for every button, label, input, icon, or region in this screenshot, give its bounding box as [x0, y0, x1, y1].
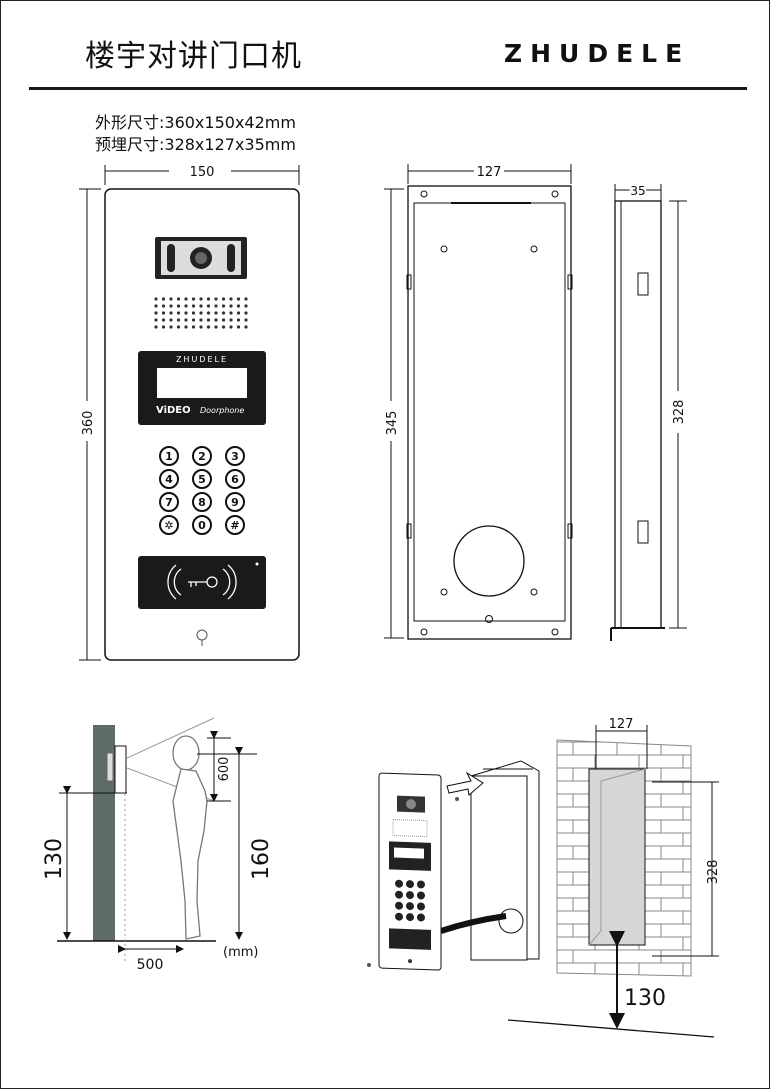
niche-width-label: 127 [609, 717, 634, 732]
keypad-key[interactable]: 7 [159, 492, 179, 512]
side-body [614, 200, 662, 629]
brand-logo: ZHUDELE [504, 39, 691, 68]
floor-line [507, 1019, 715, 1038]
svg-text:6: 6 [231, 473, 239, 486]
keypad-key[interactable]: 5 [192, 469, 212, 489]
back-box-drawing: 127 345 [384, 164, 573, 640]
svg-text:8: 8 [198, 496, 206, 509]
svg-text:2: 2 [198, 450, 206, 463]
keyhole-icon [196, 629, 208, 646]
side-depth-label: 35 [630, 184, 645, 198]
assembly-arrow-icon [446, 771, 484, 796]
keypad-key[interactable]: ✲ [159, 515, 179, 535]
keypad-key[interactable]: 4 [159, 469, 179, 489]
person-height-label: 160 [249, 838, 274, 880]
side-view-drawing: 35 328 [610, 182, 687, 641]
front-panel-drawing: 150 360 ZHUDELE ViDEO Doorphone 1 2 3 4 [79, 165, 300, 661]
doorphone-label: Doorphone [200, 406, 244, 415]
box-height-label: 345 [385, 411, 400, 436]
keypad-key[interactable]: 3 [225, 446, 245, 466]
svg-text:#: # [230, 519, 239, 532]
video-label: ViDEO [156, 405, 191, 416]
wall-niche-drawing: 127 328 130 [507, 717, 721, 1038]
svg-text:✲: ✲ [164, 519, 173, 532]
svg-text:9: 9 [231, 496, 239, 509]
speaker-grille [154, 297, 248, 329]
svg-text:5: 5 [198, 473, 206, 486]
installation-diagram: 130 160 600 500 (mm) [42, 717, 274, 973]
keypad-key[interactable]: 8 [192, 492, 212, 512]
unit-label: (mm) [223, 945, 258, 960]
cable [440, 913, 507, 934]
exploded-back-box [470, 775, 528, 961]
svg-text:0: 0 [198, 519, 206, 532]
keypad-key[interactable]: 6 [225, 469, 245, 489]
keypad-key[interactable]: 1 [159, 446, 179, 466]
header-divider [29, 87, 747, 90]
keypad-key[interactable]: # [225, 515, 245, 535]
svg-text:7: 7 [165, 496, 173, 509]
niche-height-label: 328 [706, 860, 721, 885]
niche-floor-label: 130 [624, 986, 666, 1011]
mounted-unit [114, 745, 127, 794]
keypad: 1 2 3 4 5 6 7 8 9 ✲ 0 # [159, 446, 245, 535]
svg-text:4: 4 [165, 473, 173, 486]
box-width-label: 127 [477, 165, 502, 180]
front-height-label: 360 [81, 411, 96, 436]
eye-zone-label: 600 [217, 757, 232, 782]
page-title: 楼宇对讲门口机 [85, 39, 302, 74]
outer-size-spec: 外形尺寸:360x150x42mm [95, 113, 296, 132]
keypad-key[interactable]: 0 [192, 515, 212, 535]
person-silhouette [172, 735, 208, 940]
cable-knockout [453, 525, 525, 597]
niche-opening [588, 768, 646, 946]
side-height-label: 328 [672, 400, 687, 425]
screen-brand: ZHUDELE [176, 355, 228, 364]
embed-size-spec: 预埋尺寸:328x127x35mm [95, 135, 296, 154]
svg-text:1: 1 [165, 450, 173, 463]
front-width-label: 150 [190, 165, 215, 180]
distance-label: 500 [137, 957, 164, 973]
keypad-key[interactable]: 2 [192, 446, 212, 466]
exploded-assembly [367, 760, 540, 971]
display-screen [157, 368, 247, 398]
keypad-key[interactable]: 9 [225, 492, 245, 512]
svg-text:3: 3 [231, 450, 239, 463]
mount-height-label: 130 [42, 838, 67, 880]
key-card-icon [167, 564, 237, 600]
